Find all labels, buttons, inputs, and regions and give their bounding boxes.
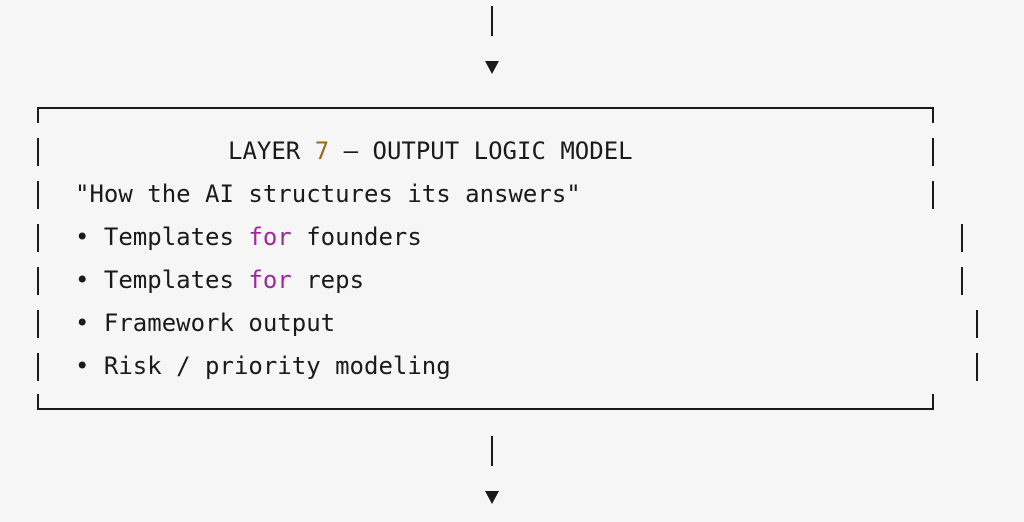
layer-label: LAYER <box>228 137 301 165</box>
box-right-bar-6 <box>976 353 978 381</box>
box-bottom-border <box>37 408 934 410</box>
layer-subtitle: "How the AI structures its answers" <box>75 180 581 208</box>
box-left-bar-2 <box>37 181 39 209</box>
bottom-arrow-icon <box>485 491 499 504</box>
box-left-bar-5 <box>37 310 39 338</box>
box-top-border <box>37 107 934 109</box>
box-right-bar-5 <box>976 310 978 338</box>
layer-title: LAYER 7 — OUTPUT LOGIC MODEL <box>228 136 633 166</box>
box-right-bar-3 <box>961 224 963 252</box>
box-left-bar-4 <box>37 267 39 295</box>
box-left-bar-3 <box>37 224 39 252</box>
bullet-icon: • <box>75 223 90 251</box>
box-left-bar-6 <box>37 353 39 381</box>
keyword: for <box>248 223 292 251</box>
box-right-bar-1 <box>932 138 934 166</box>
box-top-left-corner <box>37 107 39 123</box>
box-right-bar-4 <box>961 267 963 295</box>
layer-title-text: — OUTPUT LOGIC MODEL <box>343 137 633 165</box>
keyword: for <box>248 266 292 294</box>
layer-number: 7 <box>314 137 330 165</box>
bottom-connector-line <box>491 436 493 466</box>
box-left-bar-1 <box>37 138 39 166</box>
box-right-bar-2 <box>932 181 934 209</box>
box-bottom-left-corner <box>37 394 39 410</box>
top-arrow-icon <box>485 61 499 74</box>
list-item: • Templates for founders <box>75 223 422 251</box>
list-item: • Templates for reps <box>75 266 365 294</box>
list-item: • Risk / priority modeling <box>75 352 451 380</box>
bullet-icon: • <box>75 266 90 294</box>
bullet-icon: • <box>75 309 90 337</box>
box-bottom-right-corner <box>932 394 934 410</box>
top-connector-line <box>491 6 493 36</box>
list-item: • Framework output <box>75 309 336 337</box>
box-top-right-corner <box>932 107 934 123</box>
bullet-icon: • <box>75 352 90 380</box>
